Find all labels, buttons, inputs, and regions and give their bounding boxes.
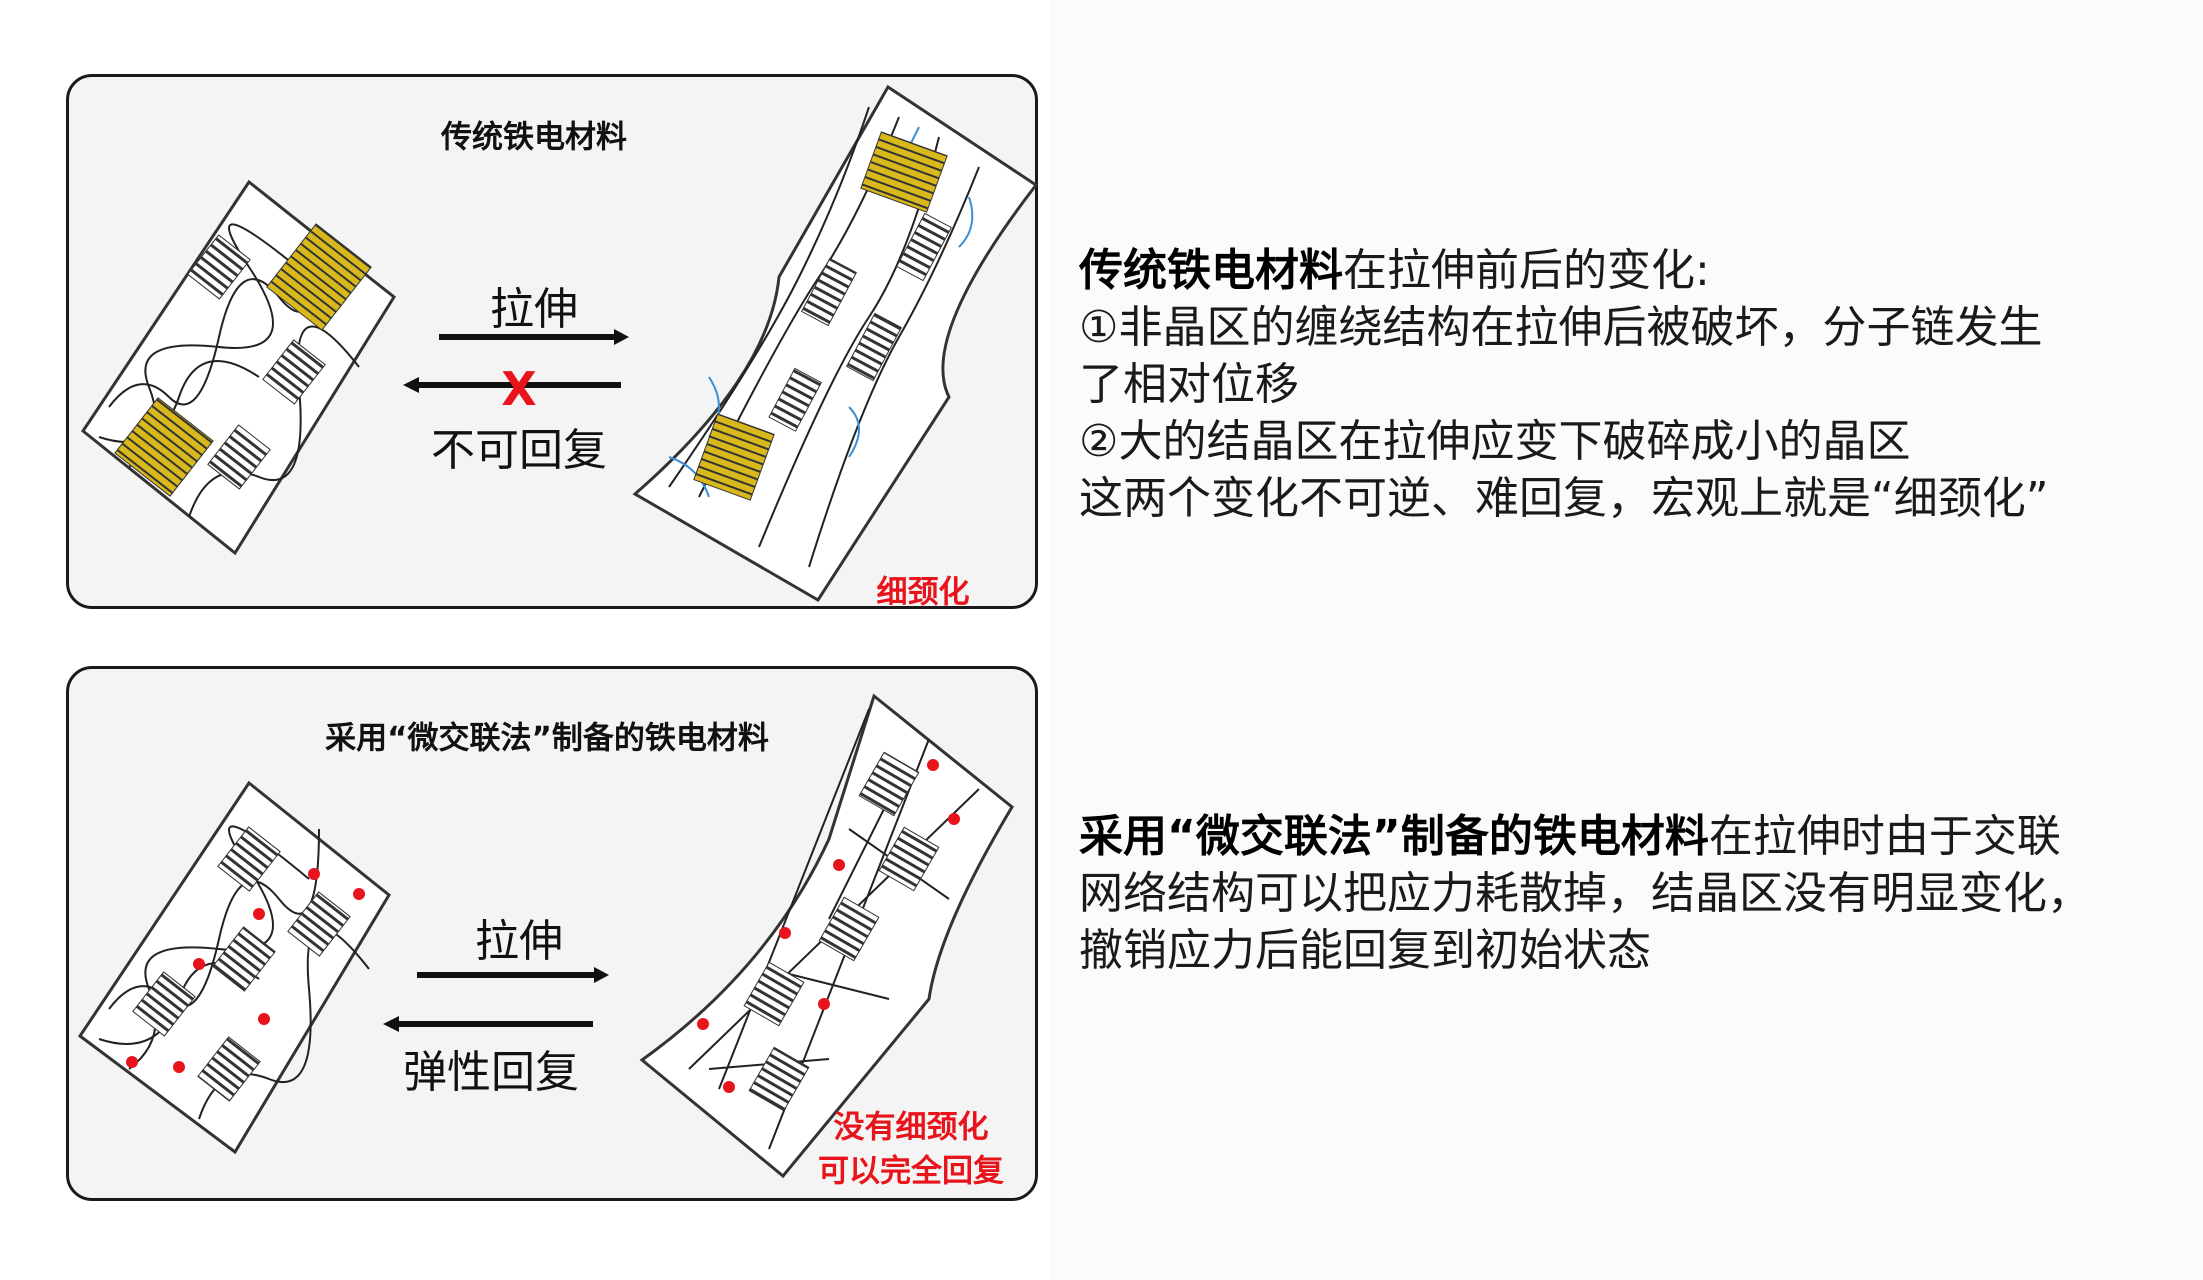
panel-title: 采用“微交联法”制备的铁电材料	[325, 720, 769, 757]
stretch-arrow	[439, 329, 629, 345]
desc-subject: 采用“微交联法”制备的铁电材料	[1079, 811, 1709, 862]
desc-line: 了相对位移	[1079, 359, 1299, 410]
irreversible-x-icon: X	[501, 362, 537, 416]
unstretched-sample	[80, 179, 396, 556]
desc-subject: 传统铁电材料	[1079, 245, 1343, 296]
desc-text: 在拉伸前后的变化:	[1343, 245, 1710, 296]
traditional-description: 传统铁电材料在拉伸前后的变化: ①非晶区的缠绕结构在拉伸后被破坏，分子链发生 了…	[1079, 242, 2049, 527]
crosslinked-stretch-illustration	[77, 693, 1014, 1179]
crosslinked-description: 采用“微交联法”制备的铁电材料在拉伸时由于交联 网络结构可以把应力耗散掉，结晶区…	[1079, 808, 2091, 979]
no-recover-label: 不可回复	[431, 425, 607, 476]
recover-arrow	[403, 377, 621, 393]
no-necking-label: 没有细颈化	[833, 1109, 989, 1146]
necked-sample	[632, 84, 1039, 603]
desc-line: 这两个变化不可逆、难回复，宏观上就是“细颈化”	[1079, 473, 2049, 524]
traditional-stretch-illustration	[80, 84, 1039, 603]
panel-title: 传统铁电材料	[441, 119, 627, 156]
elastic-recover-label: 弹性回复	[403, 1047, 579, 1098]
elastic-recover-arrow	[383, 1016, 593, 1032]
traditional-material-panel: 传统铁电材料 拉伸 X 不可回复 细颈化	[66, 74, 1039, 611]
unstretched-sample	[77, 780, 391, 1155]
background	[1050, 0, 2203, 1280]
desc-line: 撤销应力后能回复到初始状态	[1079, 925, 1651, 976]
necking-label: 细颈化	[876, 574, 970, 611]
full-recovery-label: 可以完全回复	[818, 1153, 1004, 1190]
stretch-label: 拉伸	[490, 284, 578, 335]
stretched-sample	[639, 693, 1014, 1179]
desc-text: 在拉伸时由于交联	[1708, 811, 2061, 862]
desc-line: ①非晶区的缠绕结构在拉伸后被破坏，分子链发生	[1079, 302, 2043, 353]
desc-line: ②大的结晶区在拉伸应变下破碎成小的晶区	[1079, 416, 1911, 467]
desc-line: 网络结构可以把应力耗散掉，结晶区没有明显变化，	[1079, 868, 2091, 919]
stretch-arrow	[417, 967, 609, 983]
stretch-label: 拉伸	[475, 916, 563, 967]
microcrosslinked-material-panel: 采用“微交联法”制备的铁电材料 拉伸 弹性回复 没有细颈化 可以完全回复	[66, 666, 1038, 1201]
